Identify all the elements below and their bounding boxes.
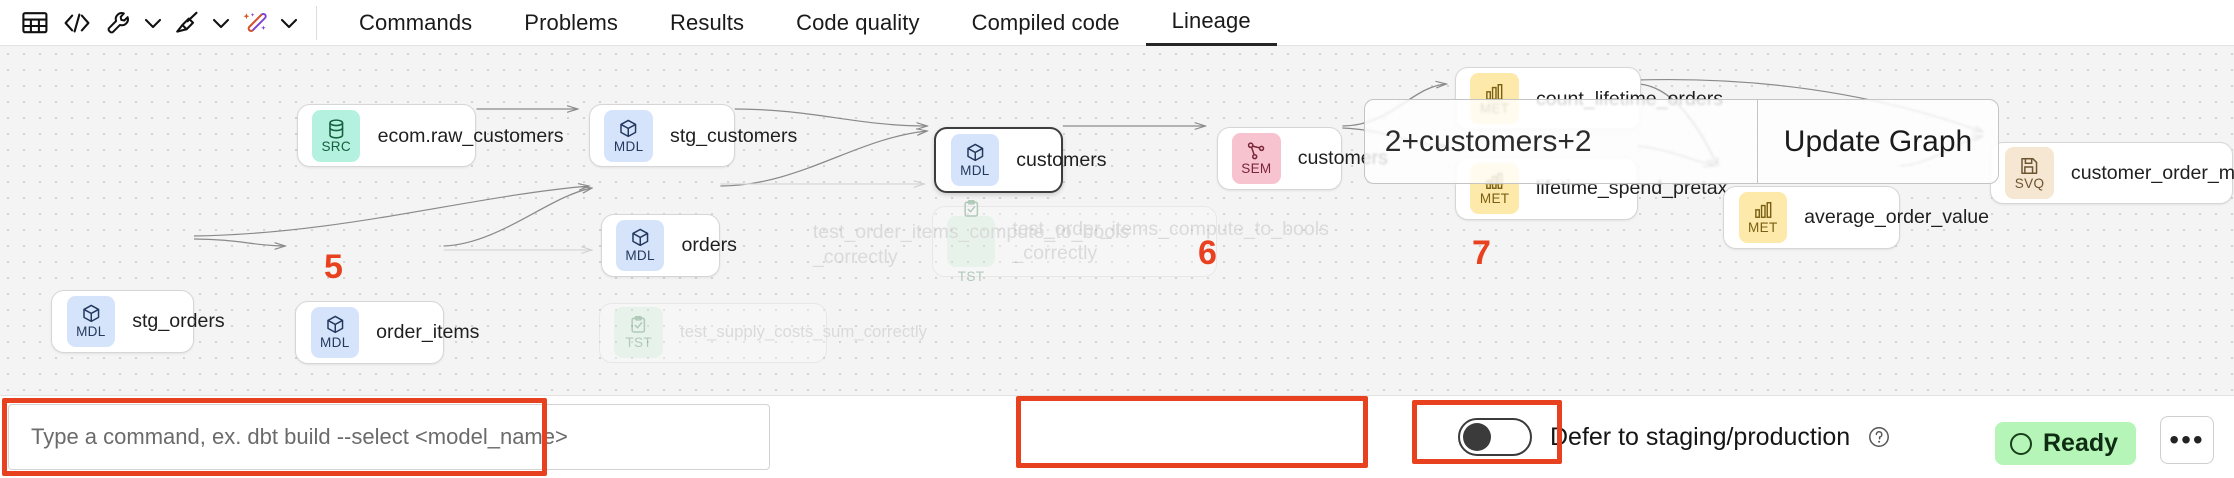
control-divider [1756, 99, 1758, 184]
cube-icon [82, 304, 101, 324]
test-clipboard-icon [962, 199, 981, 219]
badge-mdl: MDL [950, 134, 1000, 186]
badge-sem: SEM [1232, 133, 1281, 185]
wrench-icon[interactable] [98, 3, 140, 43]
badge-label: MDL [960, 162, 990, 178]
more-dots: ••• [2169, 424, 2205, 455]
saved-query-icon [2020, 156, 2039, 176]
node-label: ecom.raw_customers [377, 124, 564, 147]
tab-compiled-code[interactable]: Compiled code [971, 9, 1120, 35]
code-icon[interactable] [56, 3, 98, 43]
badge-mdl: MDL [66, 295, 116, 347]
chevron-down-icon-format[interactable] [208, 3, 234, 43]
update-graph-button[interactable]: Update Graph [1758, 100, 1998, 184]
tab-lineage[interactable]: Lineage [1145, 0, 1277, 46]
node-label: stg_orders [132, 310, 225, 333]
badge-label: SRC [321, 138, 351, 154]
badge-label: TST [957, 269, 985, 285]
semantic-model-icon [1247, 141, 1266, 161]
tab-problems[interactable]: Problems [524, 9, 619, 35]
lineage-node-average-order-value[interactable]: MET average_order_value [1723, 185, 1989, 249]
status-label: Ready [2043, 429, 2119, 457]
toolbar-divider [316, 5, 317, 40]
panel-tabs: Commands Problems Results Code quality C… [333, 0, 1277, 46]
badge-label: MDL [76, 324, 106, 340]
node-label: test_order_items_compute_to_bools _corre… [1012, 217, 1329, 265]
badge-tst: TST [614, 307, 663, 359]
magic-wand-icon[interactable] [234, 3, 276, 43]
cube-icon [631, 228, 650, 248]
badge-svq: SVQ [2005, 147, 2054, 199]
tab-code-quality[interactable]: Code quality [796, 9, 920, 35]
defer-toggle[interactable] [1458, 418, 1532, 456]
lineage-node-customers[interactable]: MDL customers [934, 127, 1107, 193]
ellipsis-icon[interactable]: ••• [2160, 416, 2214, 464]
lineage-node-orders[interactable]: MDL orders [600, 214, 737, 278]
tab-results[interactable]: Results [670, 9, 745, 35]
chevron-down-icon-build[interactable] [140, 3, 166, 43]
node-label: customers [1016, 148, 1107, 171]
node-label: stg_customers [670, 124, 798, 147]
graph-select-input[interactable] [1364, 99, 1757, 184]
node-label: customer_order_metrics [2070, 161, 2234, 184]
badge-mdl: MDL [310, 307, 360, 359]
question-mark-icon[interactable] [1868, 426, 1890, 448]
node-label: test_supply_costs_sum_correctly [680, 322, 927, 342]
table-icon[interactable] [14, 3, 56, 43]
bar-chart-icon [1754, 200, 1773, 220]
lineage-node-ecom-raw-customers[interactable]: SRC ecom.raw_customers [296, 104, 564, 168]
toolbar-icon-group [0, 0, 333, 46]
node-label: orders [681, 234, 737, 257]
badge-label: MDL [320, 335, 350, 351]
toggle-knob [1463, 423, 1491, 451]
status-badge[interactable]: Ready [1995, 422, 2137, 465]
badge-mdl: MDL [604, 110, 653, 162]
badge-met: MET [1738, 191, 1788, 243]
command-input-wrapper [8, 404, 770, 470]
badge-label: SVQ [2014, 175, 2045, 191]
defer-toggle-group: Defer to staging/production [1458, 418, 1890, 456]
cube-icon [966, 143, 985, 163]
chevron-down-icon-ai[interactable] [276, 3, 302, 43]
badge-mdl: MDL [615, 220, 665, 272]
command-input[interactable] [8, 404, 770, 470]
lineage-node-sem-customers[interactable]: SEM customers [1216, 127, 1388, 191]
lineage-node-test-supply-costs[interactable]: TST test_supply_costs_sum_correctly [599, 302, 927, 363]
defer-label: Defer to staging/production [1550, 422, 1851, 451]
lineage-canvas[interactable]: SRC ecom.raw_customers MDL stg_customers [0, 46, 2234, 395]
lineage-node-test-order-items[interactable]: test_order_items_compute_to_bools _corre… [813, 200, 1329, 283]
badge-label: TST [625, 335, 652, 351]
cube-icon [619, 119, 638, 139]
status-dot-icon [2010, 432, 2032, 455]
badge-label: MDL [625, 248, 655, 264]
badge-tst: test_order_items_compute_to_bools _corre… [813, 200, 1129, 283]
badge-src: SRC [311, 110, 361, 162]
graph-selector-control[interactable]: Update Graph [1363, 98, 2000, 185]
lineage-node-stg-orders[interactable]: MDL stg_orders [51, 289, 225, 353]
lineage-node-stg-customers[interactable]: MDL stg_customers [589, 104, 797, 168]
command-bar [0, 395, 2234, 478]
test-clipboard-icon [629, 315, 648, 335]
lineage-node-customer-order-metrics[interactable]: SVQ customer_order_metrics [1990, 141, 2234, 205]
editor-toolbar: Commands Problems Results Code quality C… [0, 0, 2234, 46]
badge-label: MET [1748, 219, 1778, 235]
node-label: average_order_value [1804, 205, 1990, 228]
lineage-node-order-items[interactable]: MDL order_items [295, 301, 479, 365]
badge-label: SEM [1241, 161, 1272, 177]
tab-commands[interactable]: Commands [359, 9, 473, 35]
bar-chart-icon [1485, 82, 1504, 102]
node-label: test_order_items_compute_to_bools _corre… [812, 221, 1130, 268]
node-label: order_items [376, 321, 480, 344]
database-icon [327, 118, 346, 139]
broom-icon[interactable] [166, 3, 208, 43]
badge-label: MDL [613, 138, 644, 154]
badge-label: MET [1479, 191, 1510, 207]
cube-icon [326, 315, 345, 335]
